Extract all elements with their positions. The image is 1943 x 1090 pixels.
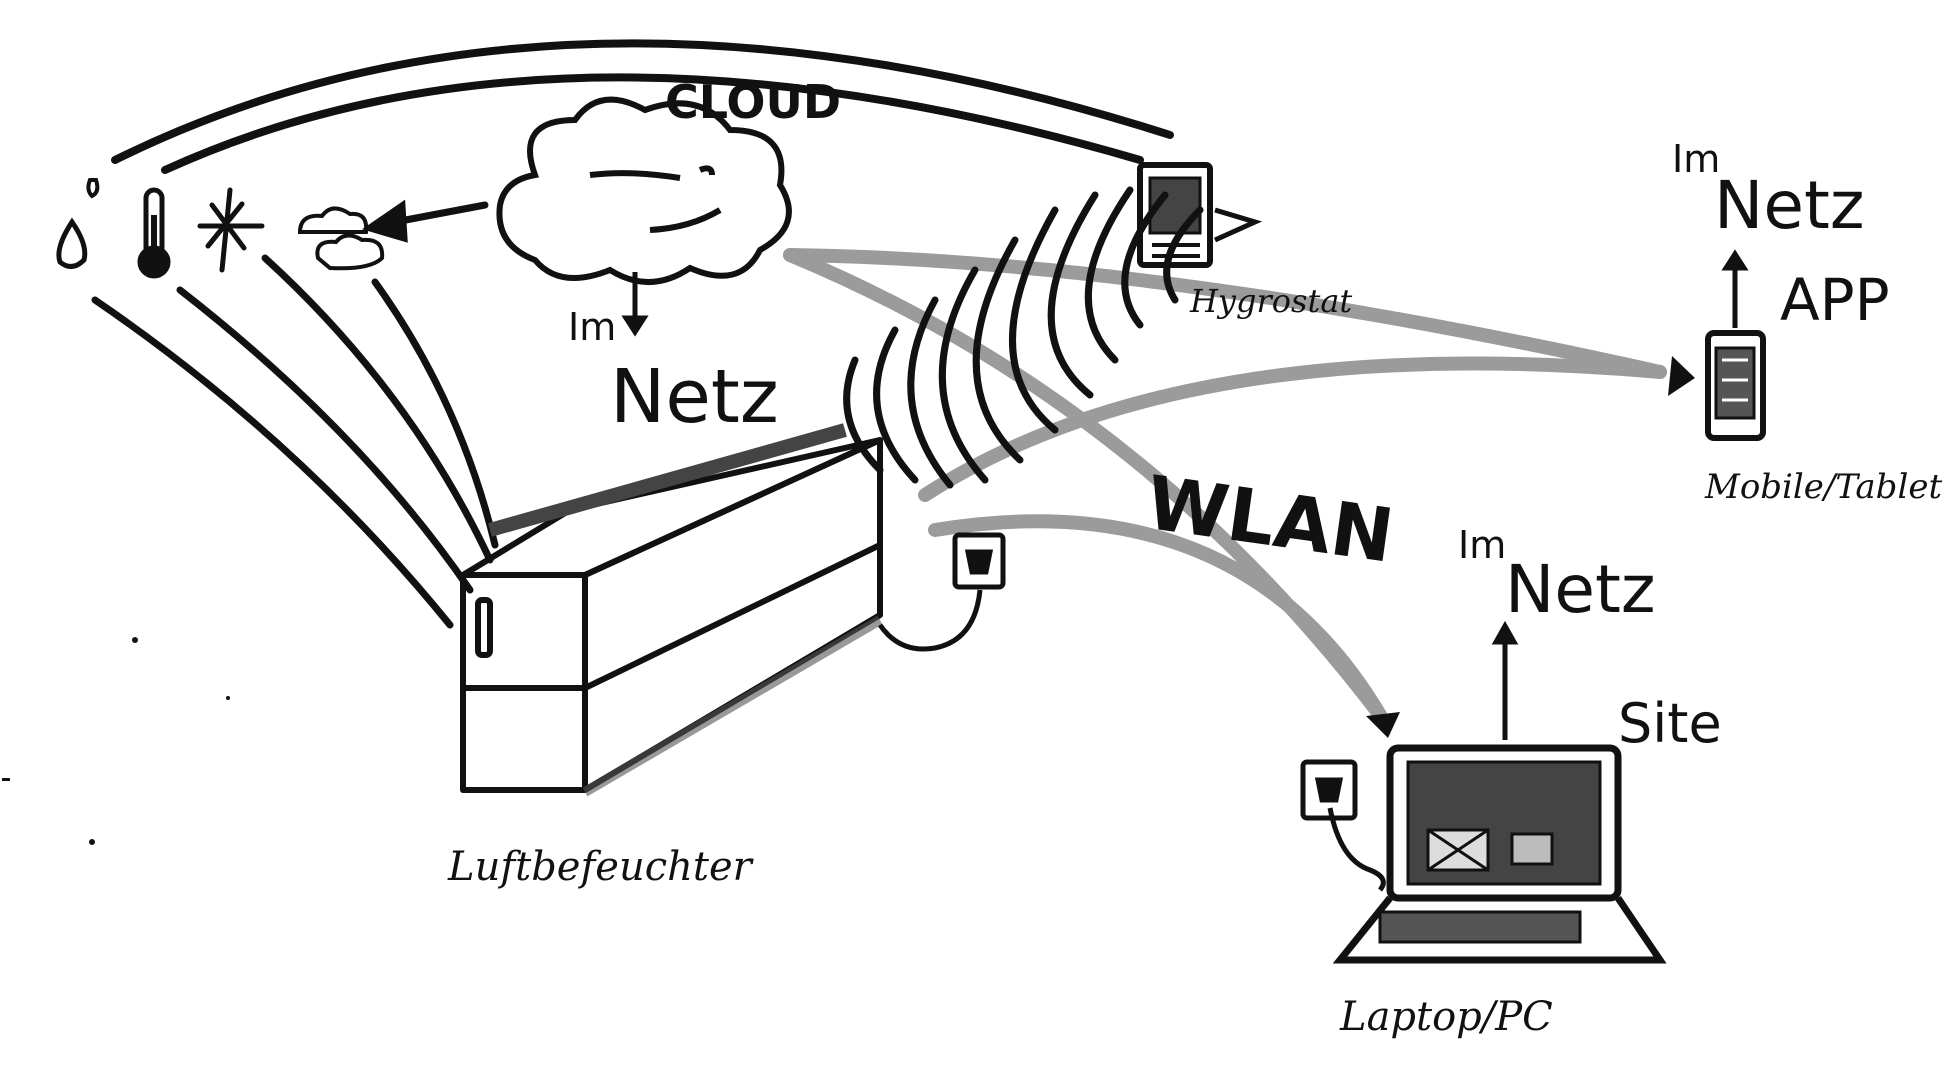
cloud-icon xyxy=(496,96,792,285)
droplet-icon xyxy=(56,178,100,269)
laptop-icon xyxy=(1332,744,1667,964)
top-arcs xyxy=(111,39,1174,174)
cloud-to-sensors-arrow xyxy=(361,199,489,243)
im-netz-cloud-word: Netz xyxy=(610,354,779,440)
wlan-text: WLAN xyxy=(1141,460,1399,580)
mobile-icon xyxy=(1705,330,1766,441)
cloud-to-imnetz-arrow xyxy=(621,272,649,337)
wlan-label: WLAN xyxy=(1141,460,1399,580)
im-netz-cloud-prefix: Im xyxy=(568,305,616,349)
humidifier-label: Luftbefeuchter xyxy=(447,844,755,890)
thermometer-icon xyxy=(137,187,171,279)
laptop-to-imnetz-arrow xyxy=(1491,620,1519,740)
app-label: APP xyxy=(1780,266,1890,334)
humidifier-socket-icon xyxy=(877,532,1006,652)
mobile-to-imnetz-arrow xyxy=(1721,249,1749,328)
gray-connections xyxy=(783,248,1667,722)
sun-icon xyxy=(197,187,265,273)
power-socket-icon xyxy=(1300,759,1386,892)
im-netz-site-word: Netz xyxy=(1505,551,1656,628)
sensor-lines xyxy=(91,254,499,629)
im-netz-app-word: Netz xyxy=(1714,167,1865,244)
gray-arrowheads xyxy=(1366,356,1695,738)
mobile-tablet-label: Mobile/Tablet xyxy=(1704,467,1942,507)
site-label: Site xyxy=(1618,692,1722,755)
im-netz-site-prefix: Im xyxy=(1458,523,1506,567)
hygrostat-label: Hygrostat xyxy=(1189,282,1352,320)
im-netz-app-prefix: Im xyxy=(1672,137,1720,181)
im-netz-cloud: Im Netz xyxy=(568,305,779,440)
laptop-pc-label: Laptop/PC xyxy=(1339,994,1553,1040)
wlan-waves xyxy=(843,186,1204,489)
cloud-label: CLOUD xyxy=(665,75,841,129)
specks xyxy=(2,637,230,845)
im-netz-app: Im Netz xyxy=(1672,137,1865,244)
humidifier-icon xyxy=(460,423,883,797)
im-netz-site: Im Netz xyxy=(1458,523,1656,628)
cloud-weather-icon xyxy=(297,206,385,271)
